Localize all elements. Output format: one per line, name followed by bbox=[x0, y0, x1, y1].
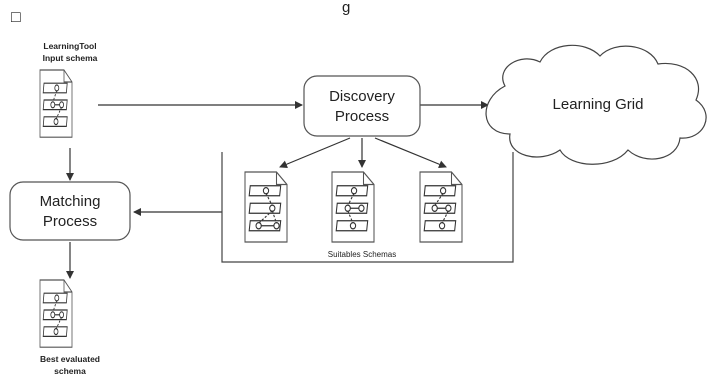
best-schema-document-icon bbox=[39, 279, 73, 348]
best-schema-label-line1: Best evaluated bbox=[40, 354, 100, 364]
arrow-discovery-to-schema-1 bbox=[279, 137, 351, 169]
matching-process-box: Matching Process bbox=[9, 181, 131, 241]
arrow-discovery-to-schema-3 bbox=[374, 137, 447, 169]
suitable-schema-document-icon-2 bbox=[331, 171, 375, 243]
suitables-schemas-label: Suitables Schemas bbox=[328, 250, 396, 259]
input-schema-document-icon bbox=[39, 69, 73, 138]
discovery-process-label-line2: Process bbox=[335, 108, 389, 125]
suitables-schemas-bracket bbox=[221, 152, 514, 263]
corner-glyph: □ bbox=[11, 9, 21, 26]
matching-process-label-line2: Process bbox=[43, 213, 97, 230]
discovery-process-label-line1: Discovery bbox=[329, 88, 395, 105]
learning-grid-label: Learning Grid bbox=[553, 96, 644, 113]
best-schema-label-line2: schema bbox=[54, 366, 86, 376]
suitable-schema-document-icon-3 bbox=[419, 171, 463, 243]
suitable-schema-document-icon-1 bbox=[244, 171, 288, 243]
discovery-process-box: Discovery Process bbox=[303, 75, 421, 137]
header-partial-text: g bbox=[342, 0, 350, 16]
input-schema-label-line1: LearningTool bbox=[43, 41, 96, 51]
input-schema-label-line2: Input schema bbox=[43, 53, 98, 63]
learning-grid-cloud: Learning Grid bbox=[485, 44, 707, 165]
matching-process-label-line1: Matching bbox=[40, 193, 101, 210]
